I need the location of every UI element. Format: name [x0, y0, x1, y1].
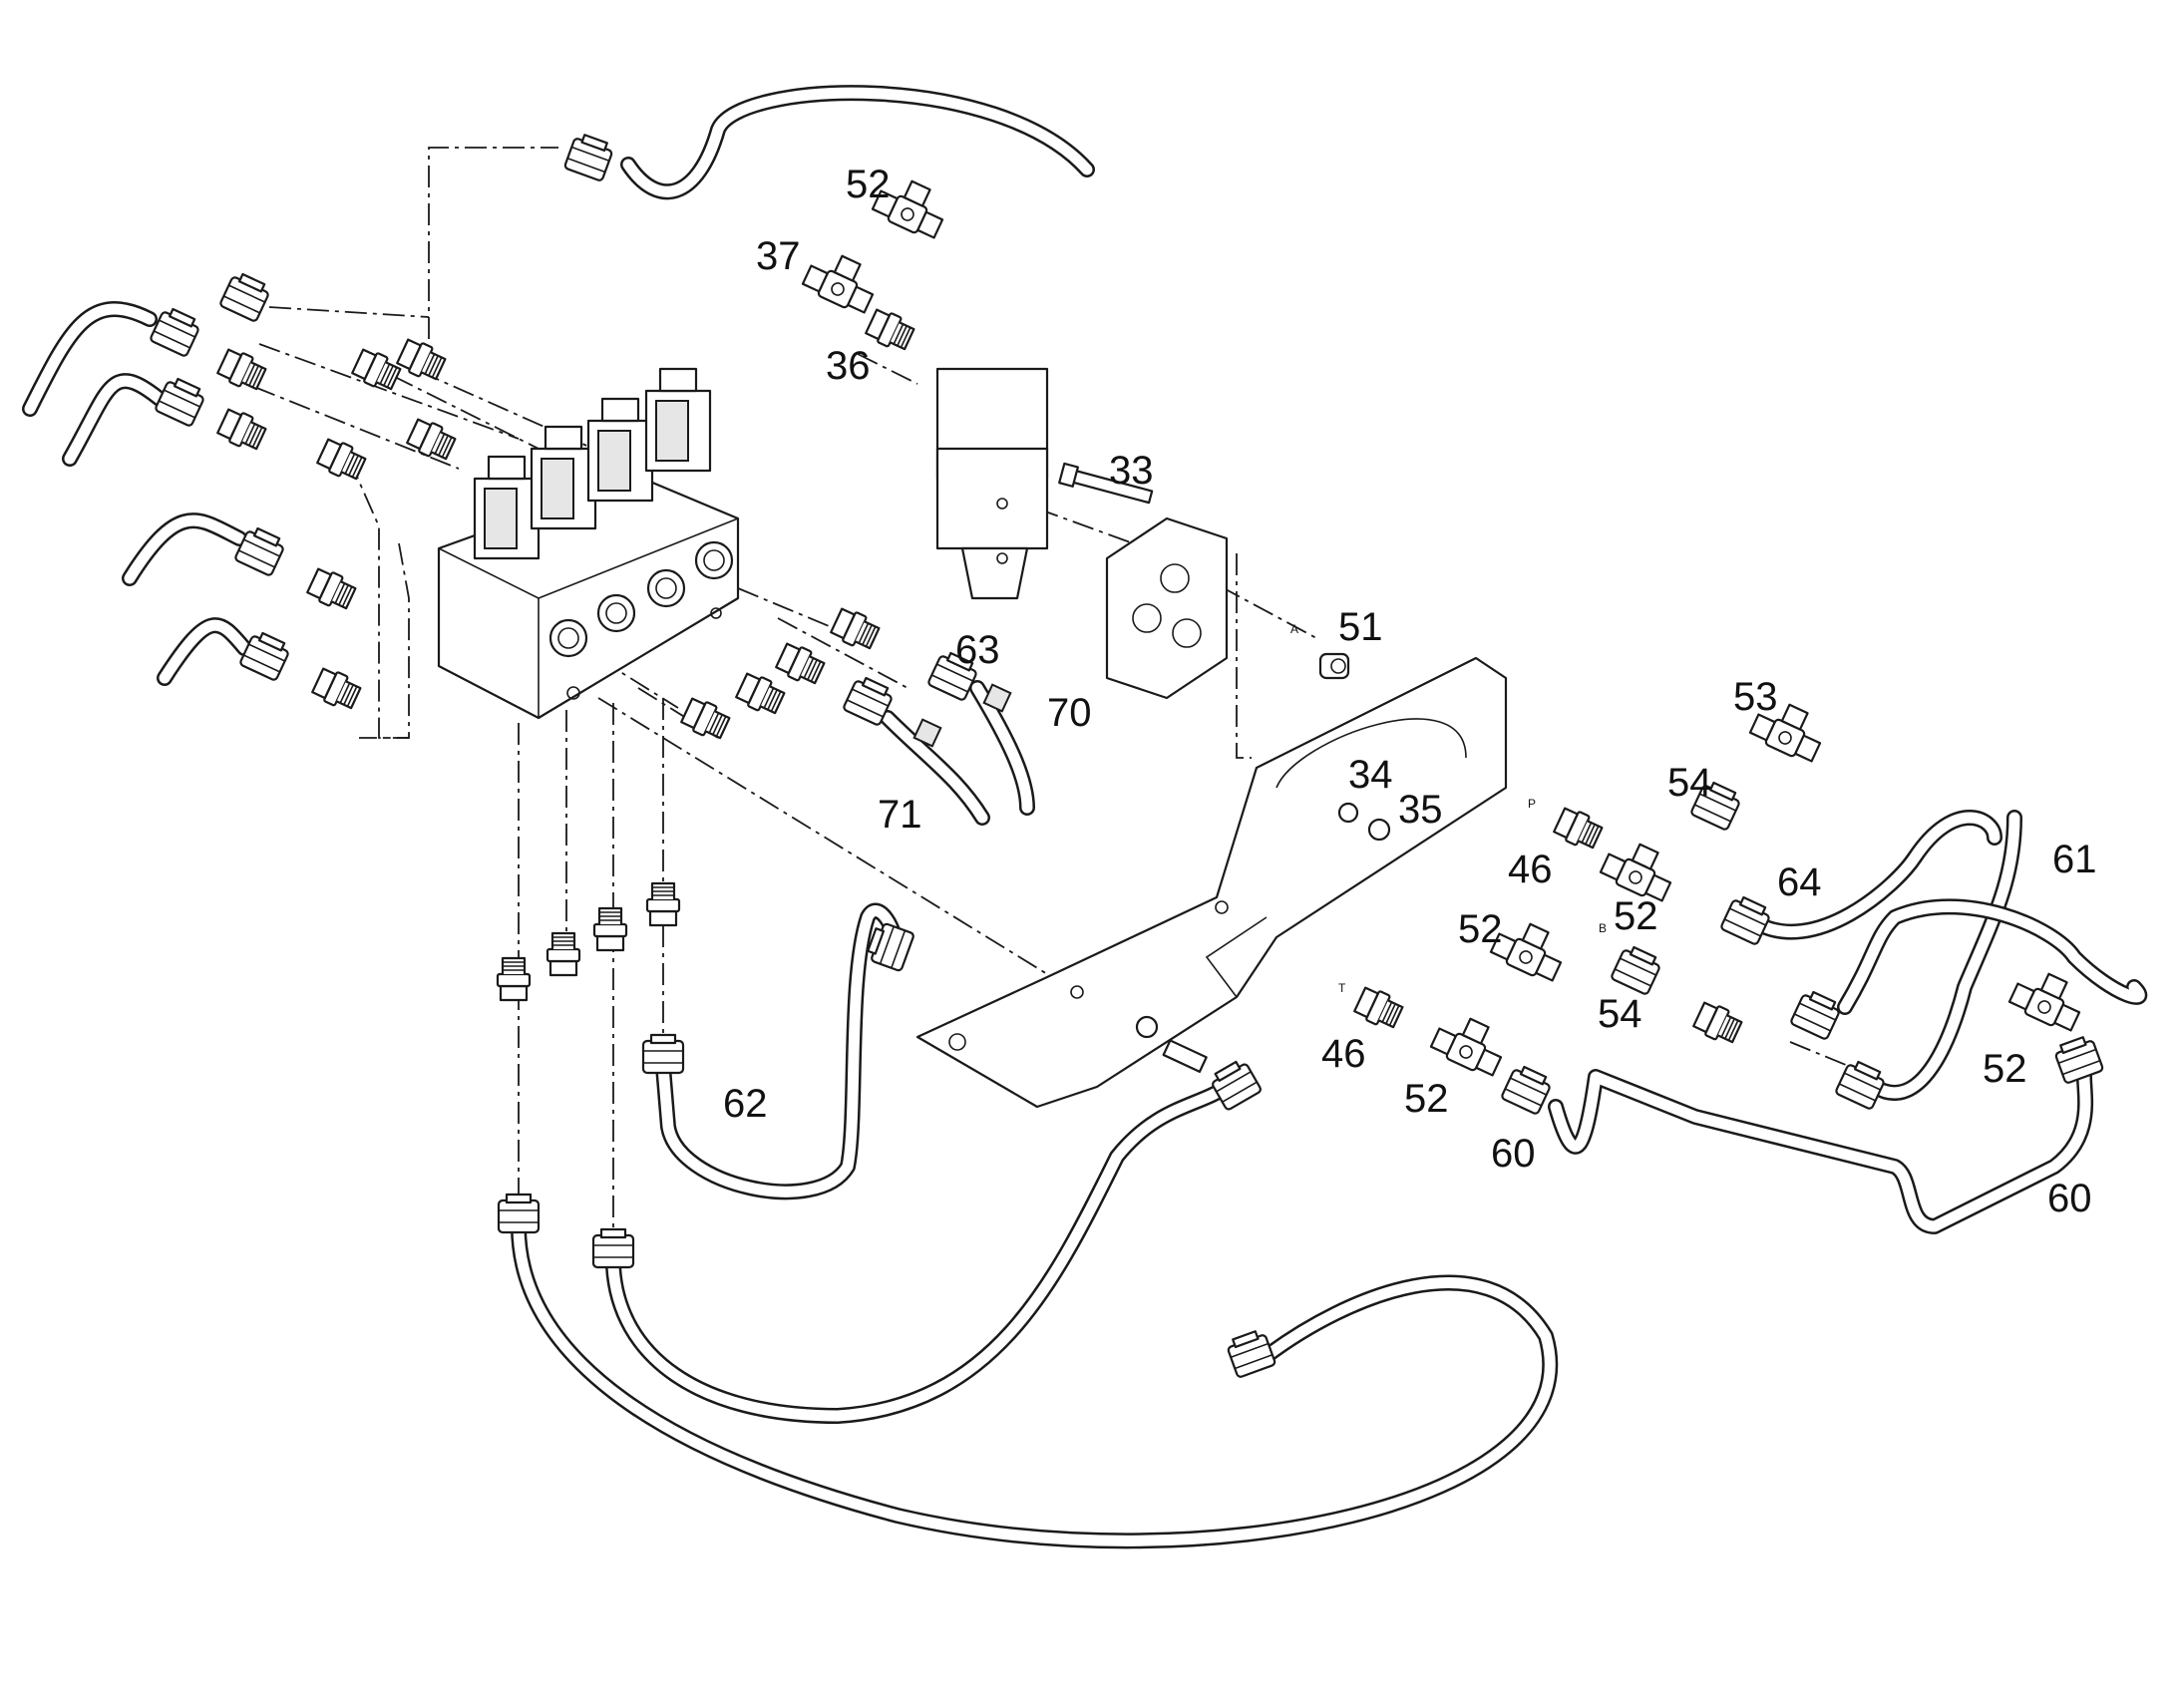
port-mark-a: A	[1290, 622, 1298, 636]
label-52-middle: 52	[1458, 907, 1503, 951]
label-34: 34	[1348, 753, 1393, 797]
label-54-lower: 54	[1598, 992, 1642, 1036]
label-70: 70	[1047, 691, 1092, 735]
pilot-valve	[935, 367, 1049, 600]
callout-labels: 33 34 35 36 37 46 46 51 52 52 52 52 52 5…	[723, 163, 2097, 1220]
solenoid-coils	[473, 367, 712, 560]
label-60-right: 60	[2047, 1177, 2092, 1220]
label-63: 63	[955, 628, 1000, 672]
label-64: 64	[1777, 860, 1822, 904]
lower-fittings	[496, 881, 681, 1002]
label-46-lower: 46	[1321, 1032, 1366, 1076]
label-52-right: 52	[1614, 894, 1658, 938]
hose-62	[641, 902, 915, 1200]
label-33: 33	[1109, 449, 1154, 493]
right-hoses	[1548, 810, 2148, 1234]
top-hose	[562, 85, 1095, 200]
label-52-lower: 52	[1404, 1077, 1449, 1121]
label-52-far-right: 52	[1983, 1047, 2027, 1091]
label-35: 35	[1398, 788, 1443, 832]
label-36: 36	[826, 344, 871, 388]
bracket	[915, 656, 1508, 1109]
label-61: 61	[2052, 838, 2097, 881]
label-54-upper: 54	[1667, 761, 1712, 805]
label-71: 71	[878, 793, 922, 837]
port-mark-t: T	[1338, 981, 1346, 995]
block-front-fittings	[678, 604, 883, 744]
label-62: 62	[723, 1082, 768, 1126]
port-mark-b: B	[1599, 921, 1607, 935]
small-hardware	[1135, 802, 1391, 1073]
port-marks: P B T A	[1290, 622, 1607, 995]
label-52-top: 52	[846, 163, 891, 206]
label-46-upper: 46	[1508, 848, 1553, 891]
port-mark-p: P	[1528, 797, 1536, 811]
hoses-63-71	[842, 648, 1035, 826]
left-hoses	[22, 269, 293, 686]
label-53: 53	[1733, 675, 1778, 719]
long-hoses-bottom	[497, 1056, 1559, 1549]
label-37: 37	[756, 234, 801, 278]
mounting-plate	[1058, 462, 1350, 700]
label-51: 51	[1338, 605, 1383, 649]
label-60-left: 60	[1491, 1132, 1536, 1176]
